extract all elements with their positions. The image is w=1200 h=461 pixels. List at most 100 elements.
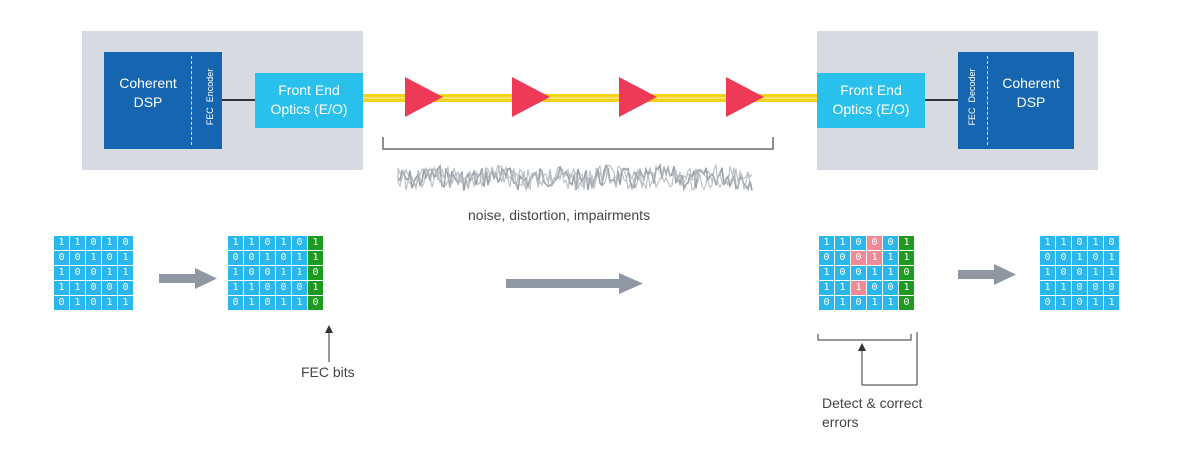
bit-cell: 1 bbox=[70, 236, 85, 250]
bit-cell: 0 bbox=[260, 281, 275, 295]
flow-arrow bbox=[958, 264, 1016, 285]
bit-cell: 1 bbox=[819, 266, 834, 280]
span-brace bbox=[382, 137, 774, 150]
bit-cell: 0 bbox=[102, 281, 117, 295]
detect-correct-caption: Detect & correct errors bbox=[822, 395, 923, 430]
fec-bits-pointer bbox=[325, 325, 333, 362]
bit-cell: 0 bbox=[102, 251, 117, 265]
amplifier-icon bbox=[619, 77, 657, 117]
bit-cell: 1 bbox=[819, 236, 834, 250]
bit-cell: 1 bbox=[276, 236, 291, 250]
bit-cell: 0 bbox=[1104, 281, 1119, 295]
bit-cell: 1 bbox=[54, 236, 69, 250]
bit-cell: 0 bbox=[851, 266, 866, 280]
bit-cell: 1 bbox=[1056, 281, 1071, 295]
bit-cell: 0 bbox=[292, 281, 307, 295]
bit-cell: 1 bbox=[819, 281, 834, 295]
bit-cell: 1 bbox=[883, 251, 898, 265]
bit-cell: 1 bbox=[835, 236, 850, 250]
bit-cell: 1 bbox=[1088, 266, 1103, 280]
flow-arrow bbox=[506, 273, 643, 294]
bit-cell: 1 bbox=[118, 296, 133, 310]
bit-cell: 0 bbox=[1072, 266, 1087, 280]
bit-cell: 1 bbox=[1072, 251, 1087, 265]
bit-cell: 1 bbox=[244, 281, 259, 295]
bit-cell: 1 bbox=[899, 251, 914, 265]
bit-cell: 0 bbox=[1088, 281, 1103, 295]
bit-cell: 1 bbox=[102, 266, 117, 280]
bit-cell: 0 bbox=[54, 296, 69, 310]
bit-cell: 0 bbox=[276, 251, 291, 265]
bit-cell: 1 bbox=[899, 236, 914, 250]
bit-cell: 1 bbox=[54, 281, 69, 295]
bit-cell: 0 bbox=[70, 266, 85, 280]
fec-bits-caption: FEC bits bbox=[301, 364, 355, 380]
bit-cell: 1 bbox=[1104, 251, 1119, 265]
bit-cell: 0 bbox=[819, 251, 834, 265]
amplifier-icon bbox=[726, 77, 764, 117]
bit-cell: 1 bbox=[118, 266, 133, 280]
bit-cell: 1 bbox=[1088, 236, 1103, 250]
bit-cell: 1 bbox=[851, 281, 866, 295]
bit-cell: 0 bbox=[883, 236, 898, 250]
bit-cell: 0 bbox=[54, 251, 69, 265]
bit-cell: 0 bbox=[308, 266, 323, 280]
transmitter-optics-block: Front End Optics (E/O) bbox=[255, 73, 363, 128]
bit-cell: 1 bbox=[867, 296, 882, 310]
bit-cell: 1 bbox=[1040, 236, 1055, 250]
bit-cell: 0 bbox=[276, 281, 291, 295]
bit-cell: 1 bbox=[1088, 296, 1103, 310]
bit-cell: 1 bbox=[835, 296, 850, 310]
bit-cell: 1 bbox=[899, 281, 914, 295]
amplifier-icon bbox=[512, 77, 550, 117]
bit-cell: 0 bbox=[851, 236, 866, 250]
bit-cell: 0 bbox=[292, 236, 307, 250]
bit-cell: 1 bbox=[308, 251, 323, 265]
bit-cell: 1 bbox=[70, 281, 85, 295]
bit-cell: 0 bbox=[867, 236, 882, 250]
bit-cell: 0 bbox=[1056, 251, 1071, 265]
bit-cell: 0 bbox=[1056, 266, 1071, 280]
noise-caption: noise, distortion, impairments bbox=[468, 207, 651, 223]
receiver-electrical-link bbox=[925, 99, 958, 101]
bit-cell: 1 bbox=[1056, 296, 1071, 310]
bit-cell: 0 bbox=[899, 266, 914, 280]
bit-cell: 0 bbox=[244, 266, 259, 280]
bit-cell: 1 bbox=[308, 236, 323, 250]
bit-cell: 1 bbox=[102, 236, 117, 250]
amplifier-icon bbox=[405, 77, 443, 117]
bit-cell: 1 bbox=[228, 266, 243, 280]
bit-cell: 0 bbox=[86, 266, 101, 280]
bit-cell: 0 bbox=[308, 296, 323, 310]
bit-cell: 1 bbox=[244, 236, 259, 250]
bit-cell: 0 bbox=[899, 296, 914, 310]
bit-cell: 1 bbox=[1104, 266, 1119, 280]
bit-cell: 1 bbox=[308, 281, 323, 295]
bit-cell: 0 bbox=[851, 296, 866, 310]
bit-cell: 1 bbox=[292, 251, 307, 265]
bit-cell: 1 bbox=[867, 251, 882, 265]
bit-cell: 0 bbox=[835, 266, 850, 280]
bit-cell: 1 bbox=[102, 296, 117, 310]
bit-cell: 1 bbox=[54, 266, 69, 280]
bit-cell: 0 bbox=[260, 236, 275, 250]
